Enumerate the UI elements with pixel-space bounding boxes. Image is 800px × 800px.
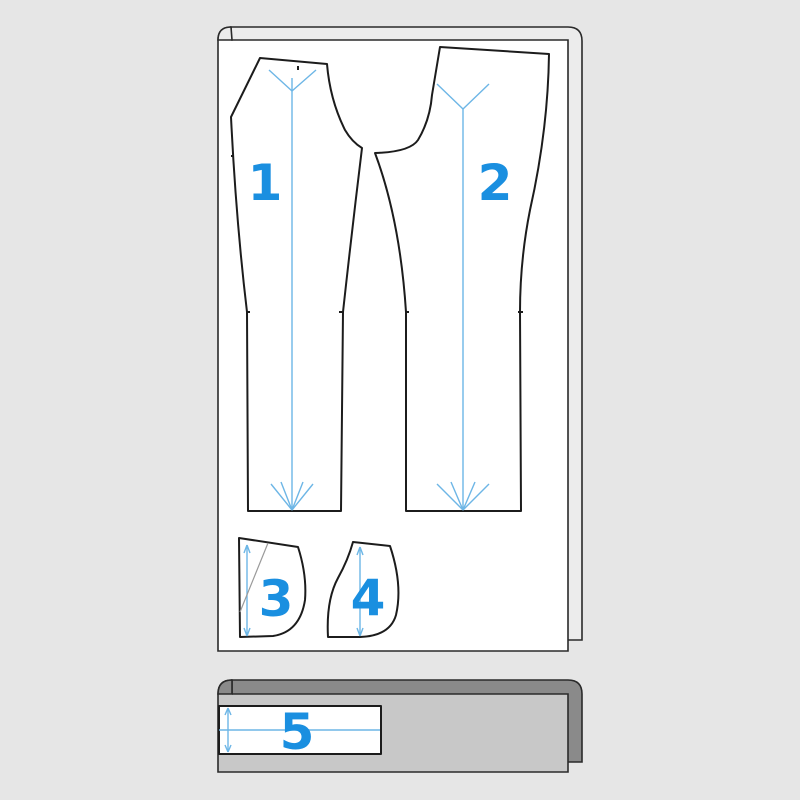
piece-3-outline [238, 537, 307, 638]
piece-1-grainline [268, 69, 317, 511]
piece-2-label: 2 [478, 154, 513, 212]
piece-5-label: 5 [280, 703, 315, 761]
main-fabric-fold [217, 26, 233, 41]
piece-2-outline [374, 46, 550, 512]
piece-3-label: 3 [259, 570, 294, 628]
piece-1-label: 1 [248, 154, 283, 212]
piece-2-grainline [436, 83, 490, 511]
pattern-piece-3: 3 [238, 537, 307, 638]
pattern-piece-4: 4 [326, 541, 400, 638]
piece-3-grainline [239, 542, 269, 637]
pattern-piece-5: 5 [218, 703, 382, 761]
piece-1-outline [230, 57, 363, 512]
piece-4-grainline [356, 546, 364, 637]
pattern-piece-2: 2 [374, 46, 550, 512]
piece-1-notches [231, 66, 344, 313]
piece-5-grainline [219, 707, 380, 753]
piece-4-outline [326, 541, 400, 638]
piece-4-label: 4 [351, 569, 386, 627]
second-fabric-fold [217, 679, 233, 695]
pattern-piece-1: 1 [230, 57, 363, 512]
